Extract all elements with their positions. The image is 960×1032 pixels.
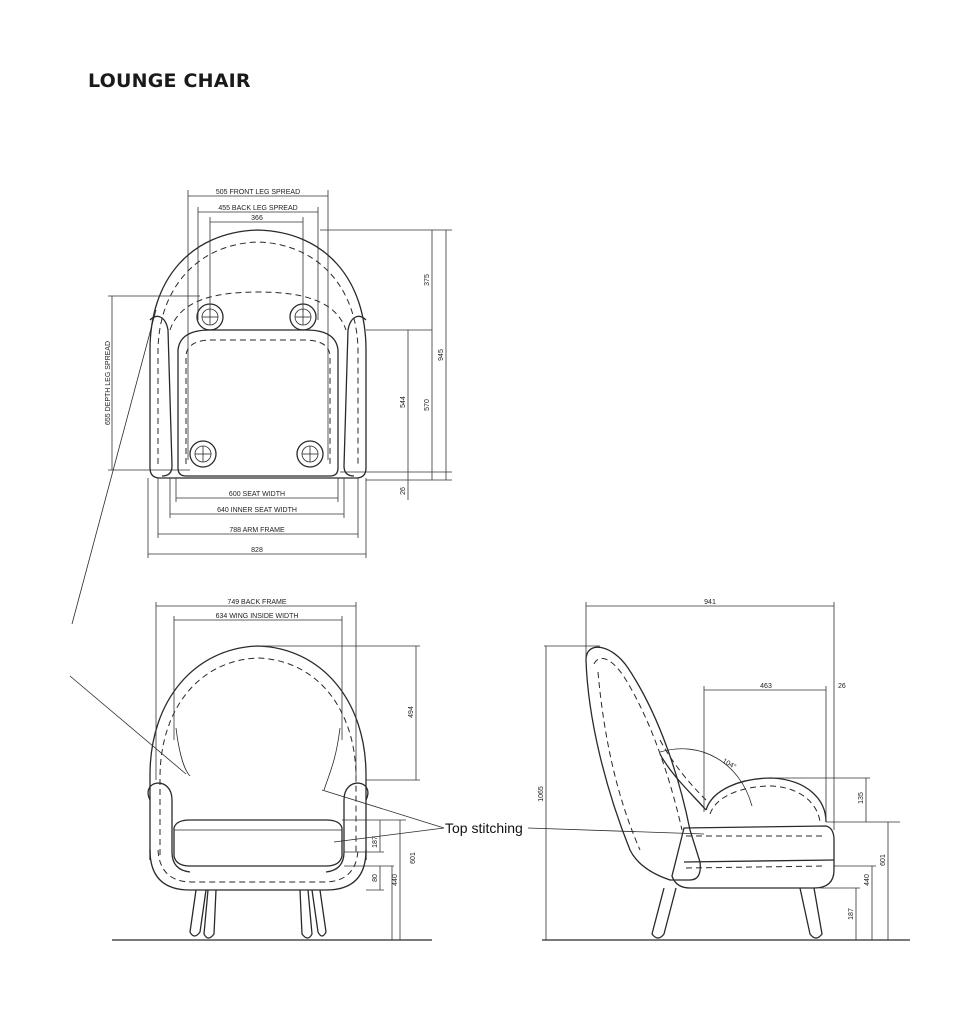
dim-187-side: 187 xyxy=(848,908,855,920)
dim-570: 570 xyxy=(424,399,431,411)
dim-494: 494 xyxy=(408,706,415,718)
dim-26-side: 26 xyxy=(838,683,846,690)
dim-601-front: 601 xyxy=(410,852,417,864)
dim-544: 544 xyxy=(400,396,407,408)
dim-seat-width: 600 SEAT WIDTH xyxy=(229,491,285,498)
dim-375: 375 xyxy=(424,274,431,286)
top-stitching-label: Top stitching xyxy=(445,820,523,836)
leg-glide-front-left xyxy=(189,440,217,468)
leader-line xyxy=(69,675,187,775)
dim-440-front: 440 xyxy=(392,874,399,886)
front-view: 749 BACK FRAME 634 WING INSIDE WIDTH 494… xyxy=(112,599,432,941)
dim-back-leg-spread: 455 BACK LEG SPREAD xyxy=(218,205,297,212)
top-stitching-leaders xyxy=(321,789,705,843)
dim-440-side: 440 xyxy=(864,874,871,886)
dim-366: 366 xyxy=(251,215,263,222)
dim-26-top: 26 xyxy=(400,487,407,495)
dim-463: 463 xyxy=(760,683,772,690)
drawing-title: LOUNGE CHAIR xyxy=(88,70,251,92)
dim-1065: 1065 xyxy=(538,786,545,802)
dim-back-frame: 749 BACK FRAME xyxy=(227,599,286,606)
side-view: 941 463 26 104° 135 1065 601 440 187 xyxy=(538,599,910,941)
dim-wing-inside-width: 634 WING INSIDE WIDTH xyxy=(216,613,299,620)
dim-arm-frame: 788 ARM FRAME xyxy=(229,527,285,534)
section-line xyxy=(71,309,157,625)
dim-angle: 104° xyxy=(721,757,738,771)
dim-941: 941 xyxy=(704,599,716,606)
dim-187-front: 187 xyxy=(372,836,379,848)
dim-945: 945 xyxy=(438,349,445,361)
dim-depth-leg-spread: 655 DEPTH LEG SPREAD xyxy=(105,341,112,425)
dim-828: 828 xyxy=(251,547,263,554)
dim-135: 135 xyxy=(858,792,865,804)
dim-80: 80 xyxy=(372,874,379,882)
leg-glide-front-right xyxy=(296,440,324,468)
dim-601-side: 601 xyxy=(880,854,887,866)
dim-front-leg-spread: 505 FRONT LEG SPREAD xyxy=(216,189,300,196)
dim-inner-seat-width: 640 INNER SEAT WIDTH xyxy=(217,507,297,514)
top-view: 505 FRONT LEG SPREAD 455 BACK LEG SPREAD… xyxy=(105,189,452,558)
